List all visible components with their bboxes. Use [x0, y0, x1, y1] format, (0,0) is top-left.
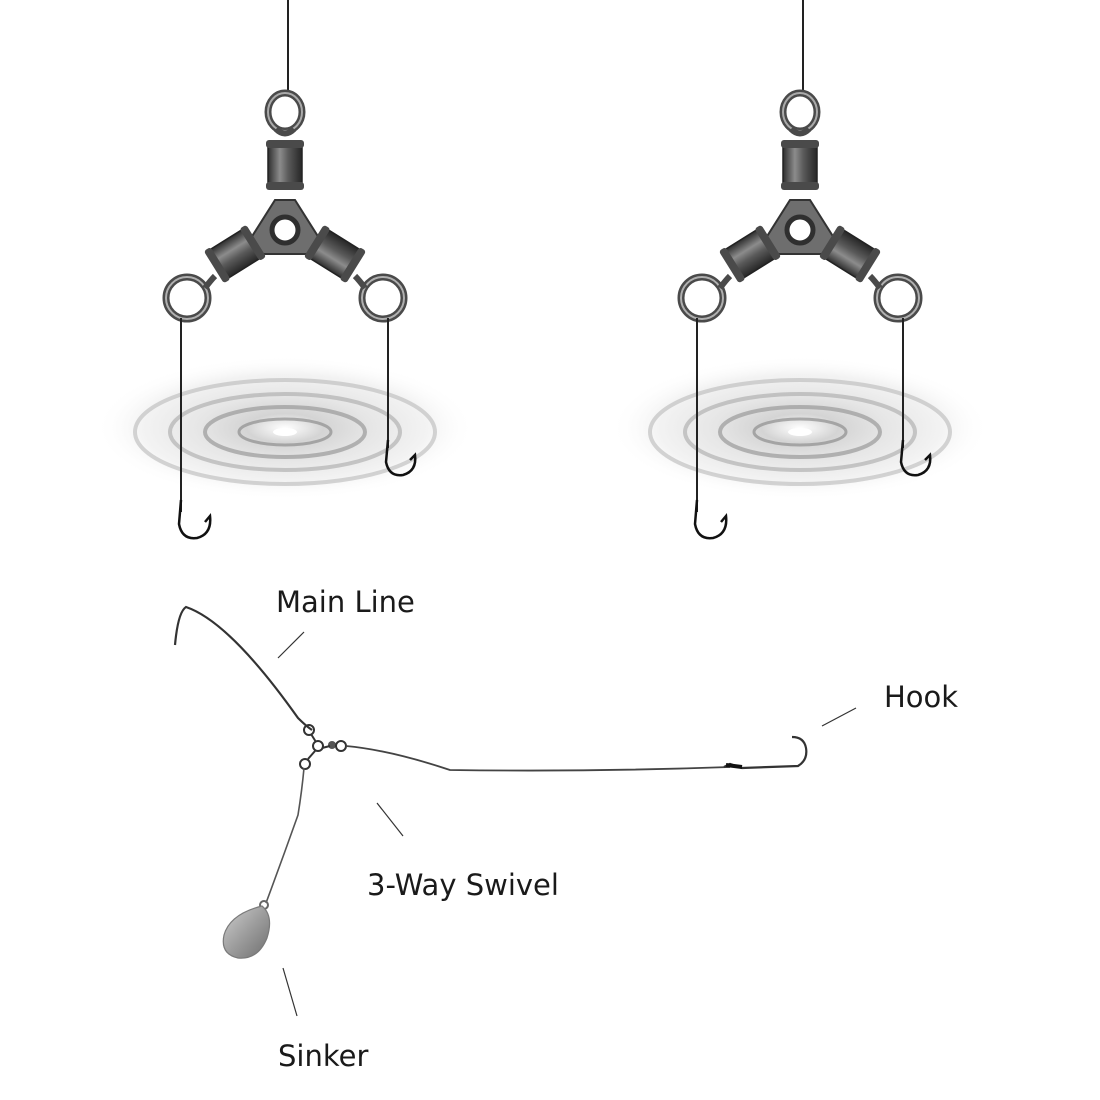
main-line-label: Main Line — [276, 585, 415, 619]
pointer-hook — [821, 707, 857, 727]
fishing-hook-icon — [723, 735, 808, 770]
pointer-swivel — [376, 802, 404, 837]
water-ripple-icon — [95, 356, 475, 500]
fishing-hook-icon — [384, 439, 417, 477]
sinker-line — [265, 767, 305, 904]
rig-left — [95, 0, 475, 540]
rig-diagram — [173, 605, 857, 1017]
fishing-hook-icon — [177, 499, 212, 540]
fishing-hook-icon — [693, 499, 728, 540]
pointer-main-line — [277, 631, 305, 659]
sinker-weight-icon — [222, 900, 271, 959]
three-way-swivel-icon — [166, 93, 404, 319]
pointer-sinker — [282, 967, 298, 1017]
hook-label: Hook — [884, 680, 959, 714]
three-way-swivel-icon — [681, 93, 919, 319]
main-line — [173, 605, 313, 731]
fishing-hook-icon — [899, 439, 932, 477]
water-ripple-icon — [610, 356, 990, 500]
sinker-label: Sinker — [278, 1039, 369, 1073]
three-way-swivel-label: 3-Way Swivel — [367, 868, 559, 902]
rig-right — [610, 0, 990, 540]
hook-leader-line — [345, 745, 731, 772]
three-way-swivel-icon — [299, 724, 347, 770]
